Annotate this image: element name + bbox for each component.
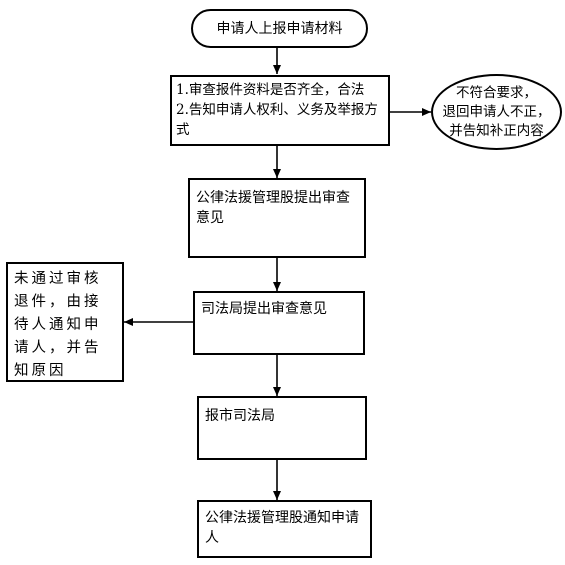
- step5-node: 公律法援管理股通知申请人: [197, 500, 372, 558]
- step5-label: 公律法援管理股通知申请人: [205, 510, 359, 546]
- reject2-label: 未通过审核退件，由接待人通知申请人，并告知原因: [14, 271, 102, 379]
- reject1-node: 不符合要求， 退回申请人不正， 并告知补正内容: [431, 74, 562, 150]
- reject2-node: 未通过审核退件，由接待人通知申请人，并告知原因: [6, 262, 124, 382]
- step3-node: 司法局提出审查意见: [193, 291, 365, 355]
- step3-label: 司法局提出审查意见: [201, 301, 327, 317]
- start-label: 申请人上报申请材料: [216, 20, 343, 37]
- start-node: 申请人上报申请材料: [191, 9, 368, 48]
- reject1-line1: 不符合要求，: [456, 84, 537, 101]
- step1-line2: 2.告知申请人权利、义务及举报方式: [176, 102, 378, 138]
- step2-node: 公律法援管理股提出审查意见: [188, 178, 366, 258]
- reject1-line3: 并告知补正内容: [449, 122, 544, 139]
- step1-review-node: 1.审查报件资料是否齐全，合法 2.告知申请人权利、义务及举报方式: [170, 75, 390, 146]
- step4-label: 报市司法局: [205, 408, 275, 424]
- step4-node: 报市司法局: [197, 396, 367, 460]
- reject1-line2: 退回申请人不正，: [442, 103, 551, 120]
- step2-label: 公律法援管理股提出审查意见: [196, 190, 350, 226]
- step1-line1: 1.审查报件资料是否齐全，合法: [176, 82, 365, 98]
